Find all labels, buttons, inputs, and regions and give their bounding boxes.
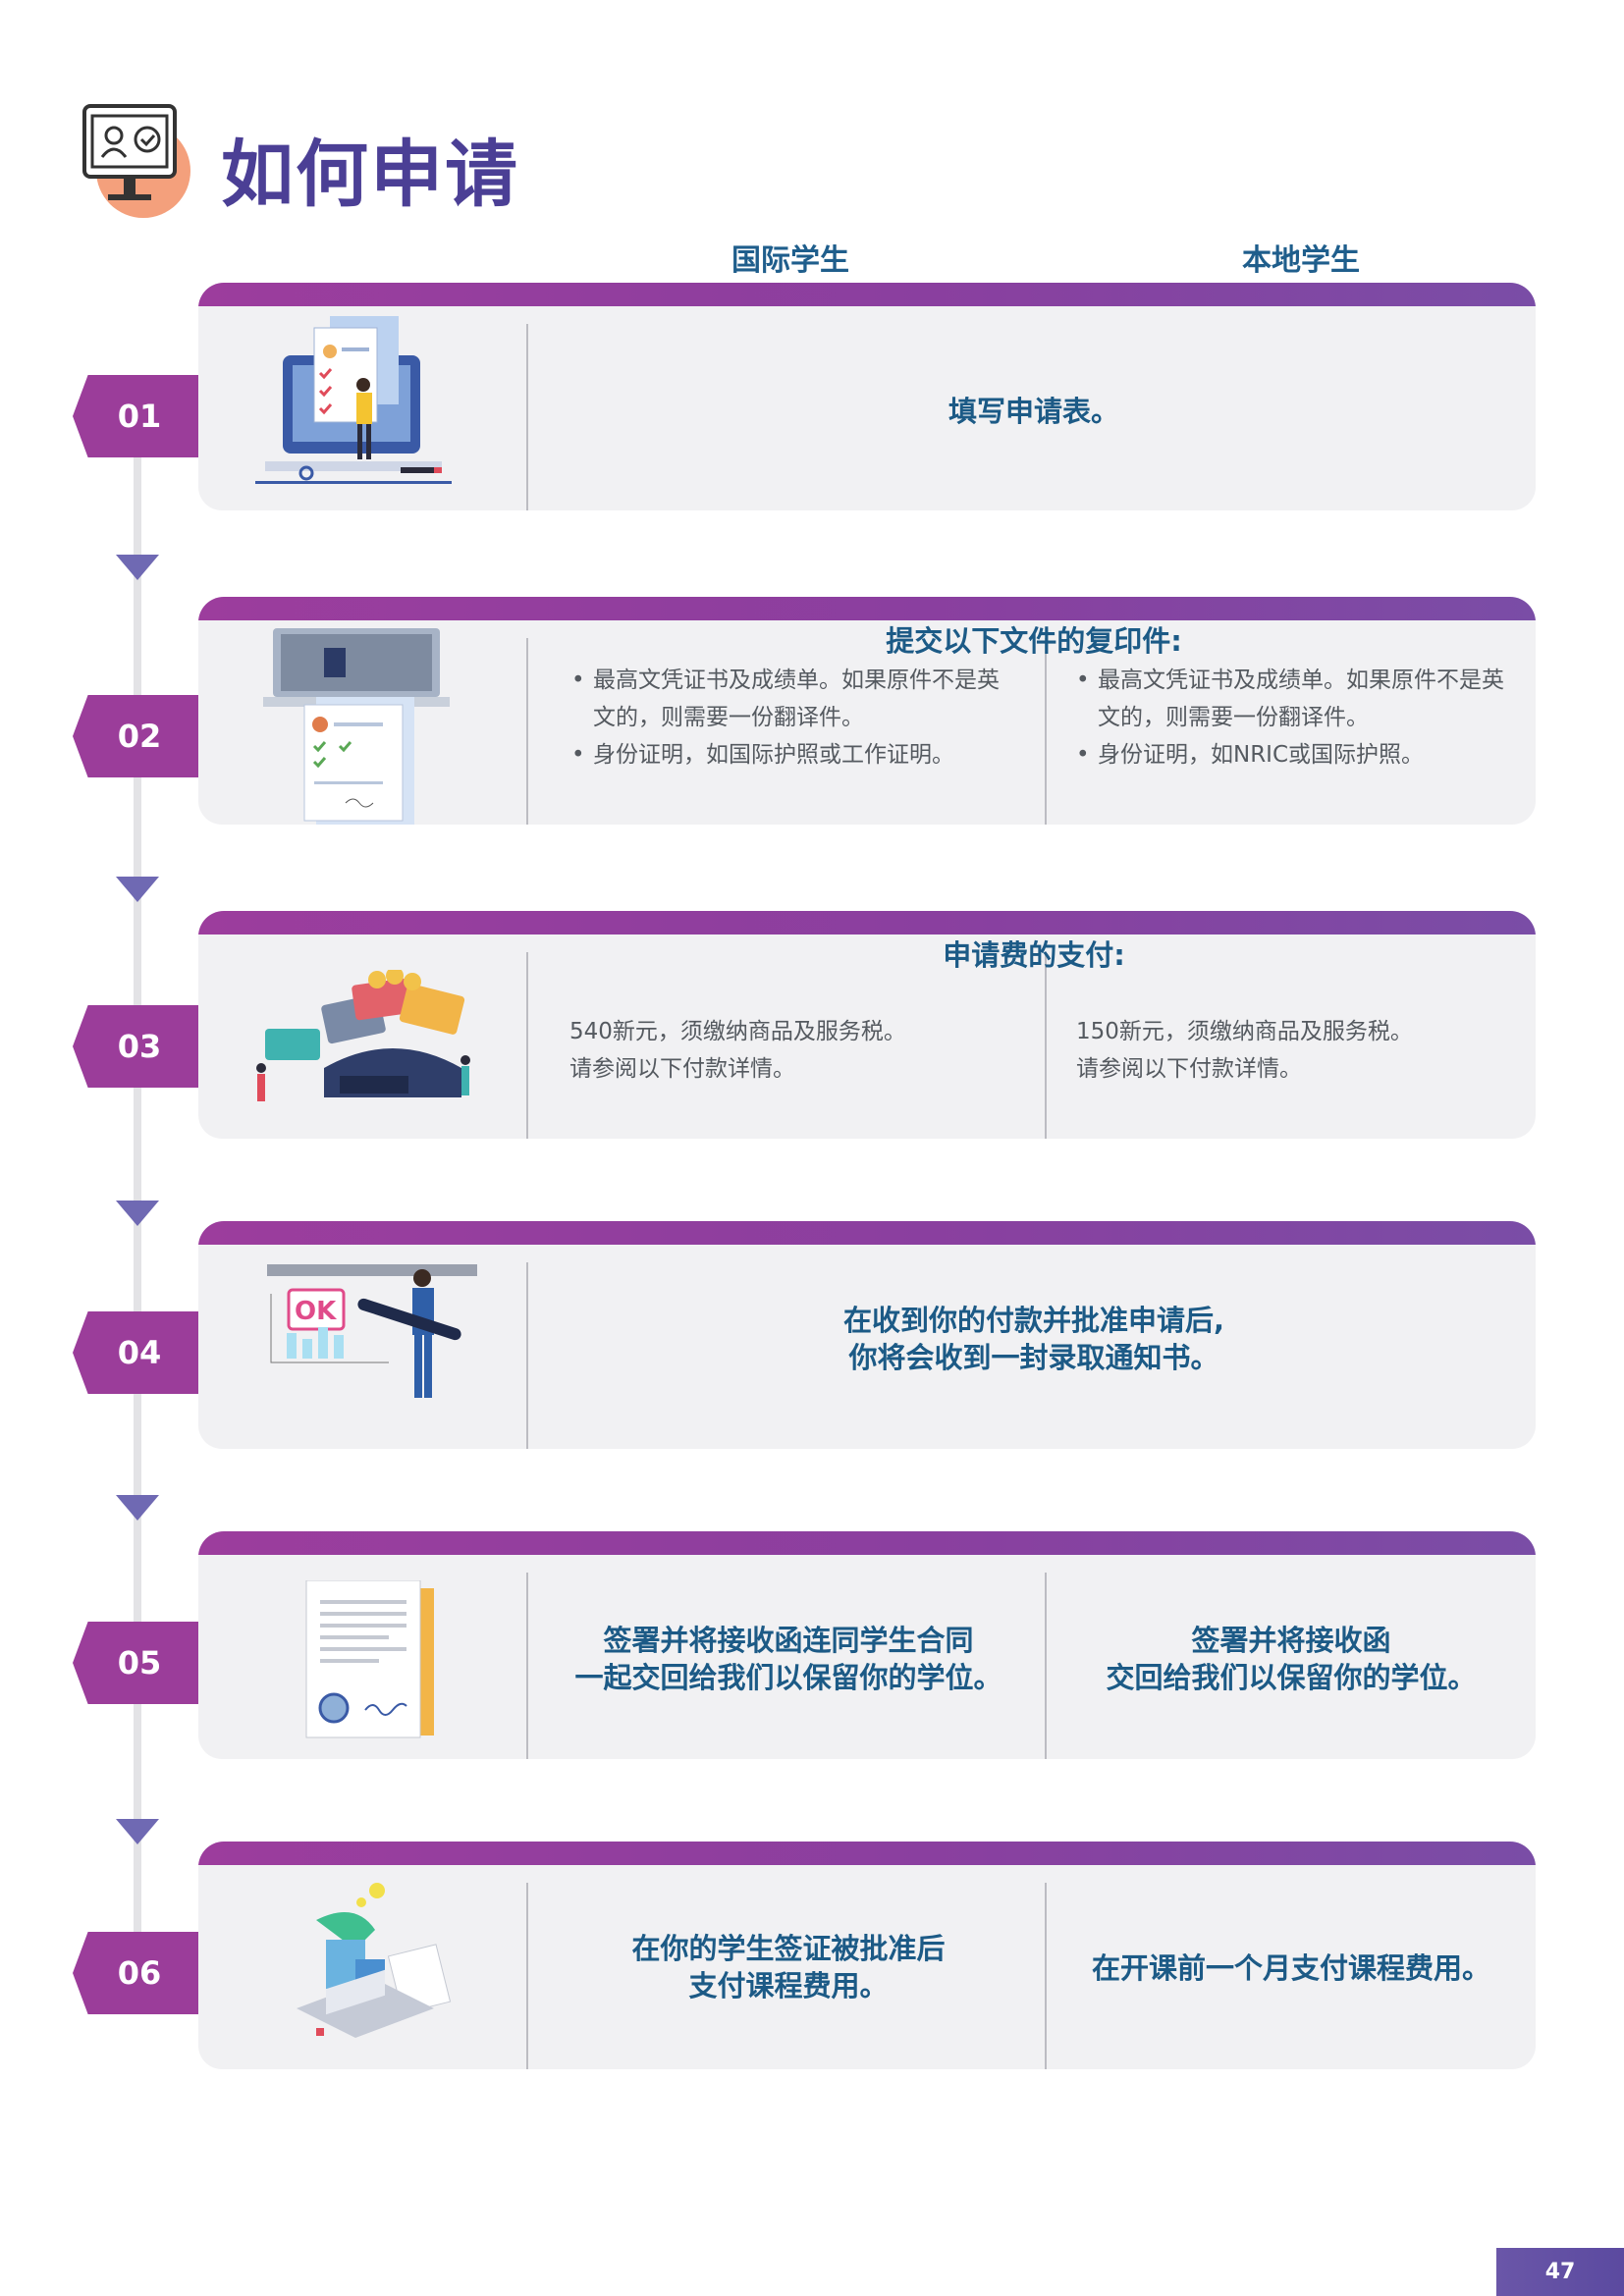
form-filling-illustration bbox=[255, 316, 452, 507]
column-divider bbox=[1045, 638, 1047, 825]
payment-illustration bbox=[255, 967, 481, 1121]
step-text: 填写申请表。 bbox=[947, 395, 1119, 428]
arrow-down-icon bbox=[116, 1819, 159, 1844]
arrow-down-icon bbox=[116, 877, 159, 902]
column-divider bbox=[1045, 952, 1047, 1139]
list-item: 最高文凭证书及成绩单。如果原件不是英文的，则需要一份翻译件。 bbox=[1076, 662, 1508, 736]
list-item: 身份证明，如国际护照或工作证明。 bbox=[571, 736, 1003, 774]
local-requirements-list: 最高文凭证书及成绩单。如果原件不是英文的，则需要一份翻译件。 身份证明，如NRI… bbox=[1076, 662, 1508, 774]
header-icon bbox=[79, 102, 196, 220]
international-step-text-line2: 一起交回给我们以保留你的学位。 bbox=[574, 1661, 1002, 1694]
step-text-line2: 你将会收到一封录取通知书。 bbox=[848, 1341, 1219, 1374]
step-text-line1: 在收到你的付款并批准申请后, bbox=[842, 1304, 1225, 1337]
column-divider bbox=[526, 1262, 528, 1449]
list-item: 最高文凭证书及成绩单。如果原件不是英文的，则需要一份翻译件。 bbox=[571, 662, 1003, 736]
timeline-rail bbox=[134, 452, 141, 2002]
step-heading: 提交以下文件的复印件: bbox=[886, 624, 1182, 658]
ok-approval-illustration: OK bbox=[267, 1264, 483, 1415]
column-divider bbox=[1045, 1883, 1047, 2069]
international-step-text-line2: 支付课程费用。 bbox=[688, 1969, 889, 2002]
step-heading: 申请费的支付: bbox=[943, 938, 1125, 972]
card-top-bar bbox=[198, 1842, 1536, 1865]
card-top-bar bbox=[198, 911, 1536, 934]
local-fee-note: 请参阅以下付款详情。 bbox=[1076, 1056, 1302, 1082]
contract-illustration bbox=[297, 1579, 444, 1751]
svg-text:OK: OK bbox=[295, 1297, 337, 1326]
arrow-down-icon bbox=[116, 1201, 159, 1226]
arrow-down-icon bbox=[116, 555, 159, 580]
page-number-tab: 47 bbox=[1496, 2248, 1624, 2296]
card-top-bar bbox=[198, 1221, 1536, 1245]
step-card: 提交以下文件的复印件: 最高文凭证书及成绩单。如果原件不是英文的，则需要一份翻译… bbox=[198, 597, 1536, 825]
international-step-text-line1: 在你的学生签证被批准后 bbox=[631, 1932, 946, 1965]
local-step-text-line1: 签署并将接收函 bbox=[1191, 1624, 1391, 1657]
card-top-bar bbox=[198, 1531, 1536, 1555]
column-divider bbox=[526, 638, 528, 825]
column-divider bbox=[526, 324, 528, 510]
local-step-text-line2: 交回给我们以保留你的学位。 bbox=[1106, 1661, 1477, 1694]
step-card: 签署并将接收函连同学生合同 一起交回给我们以保留你的学位。 签署并将接收函 交回… bbox=[198, 1531, 1536, 1759]
column-divider bbox=[1045, 1573, 1047, 1759]
column-divider bbox=[526, 952, 528, 1139]
column-header-international: 国际学生 bbox=[731, 243, 849, 278]
international-fee: 540新元，须缴纳商品及服务税。 bbox=[569, 1019, 906, 1044]
column-header-local: 本地学生 bbox=[1242, 243, 1360, 278]
international-fee-note: 请参阅以下付款详情。 bbox=[569, 1056, 795, 1082]
list-item: 身份证明，如NRIC或国际护照。 bbox=[1076, 736, 1508, 774]
local-step-text: 在开课前一个月支付课程费用。 bbox=[1091, 1951, 1490, 1985]
step-card: 申请费的支付: 540新元，须缴纳商品及服务税。 请参阅以下付款详情。 150新… bbox=[198, 911, 1536, 1139]
card-top-bar bbox=[198, 283, 1536, 306]
international-requirements-list: 最高文凭证书及成绩单。如果原件不是英文的，则需要一份翻译件。 身份证明，如国际护… bbox=[571, 662, 1003, 774]
documents-illustration bbox=[255, 628, 452, 825]
column-divider bbox=[526, 1883, 528, 2069]
step-card: OK 在收到你的付款并批准申请后, 你将会收到一封录取通知书。 bbox=[198, 1221, 1536, 1449]
arrow-down-icon bbox=[116, 1495, 159, 1521]
page-title: 如何申请 bbox=[221, 133, 519, 217]
card-top-bar bbox=[198, 597, 1536, 620]
local-fee: 150新元，须缴纳商品及服务税。 bbox=[1076, 1019, 1413, 1044]
international-step-text-line1: 签署并将接收函连同学生合同 bbox=[603, 1624, 974, 1657]
column-divider bbox=[526, 1573, 528, 1759]
fee-payment-illustration bbox=[297, 1881, 454, 2061]
step-card: 在你的学生签证被批准后 支付课程费用。 在开课前一个月支付课程费用。 bbox=[198, 1842, 1536, 2069]
page-number: 47 bbox=[1544, 2260, 1576, 2284]
step-card: 填写申请表。 bbox=[198, 283, 1536, 510]
